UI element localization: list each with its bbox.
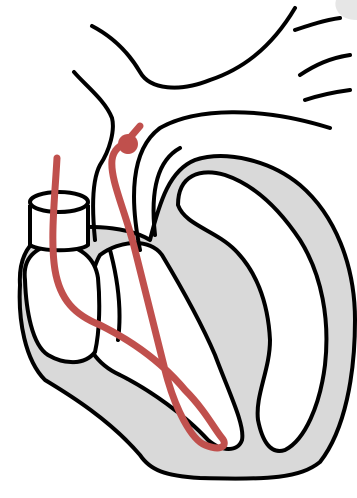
great-vessel-3 [305, 90, 350, 100]
vena-cava-opening [30, 192, 88, 212]
great-vessel-1 [295, 18, 340, 30]
pulmonary-trunk [92, 8, 295, 88]
catheter-tip-stub [128, 126, 140, 140]
great-vessel-2 [300, 55, 350, 75]
